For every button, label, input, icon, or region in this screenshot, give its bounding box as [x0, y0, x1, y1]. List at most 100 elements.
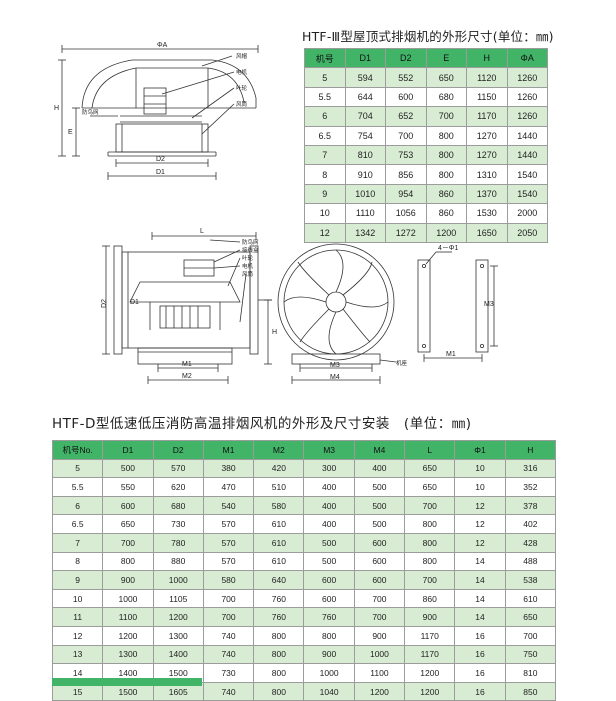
table-cell: 13: [51, 644, 104, 665]
table-cell: 700: [353, 588, 406, 609]
table-cell: 1300: [152, 625, 204, 646]
table-cell: 740: [202, 625, 255, 646]
table-cell: 650: [425, 67, 467, 88]
part-fangyuwang: 防鸟网: [242, 238, 259, 246]
table-cell: 1200: [353, 681, 406, 701]
table-cell: 1105: [152, 588, 204, 609]
table-cell: 1540: [506, 183, 548, 205]
table-cell: 12: [454, 532, 506, 553]
table-cell: 14: [454, 551, 506, 572]
table-cell: 1000: [152, 570, 204, 590]
part-fangyuwang: 防鸟网: [82, 108, 99, 116]
table1-title: HTF-Ⅲ型屋顶式排烟机的外形尺寸(单位：㎜): [302, 29, 554, 44]
table-cell: 300: [303, 458, 355, 479]
table-cell: 10: [454, 477, 506, 497]
table-cell: 552: [385, 67, 427, 88]
table-cell: 900: [102, 570, 154, 590]
header-cell: H: [504, 440, 557, 460]
table-cell: 800: [425, 125, 467, 146]
table-cell: 7: [304, 144, 346, 166]
table-cell: 316: [504, 458, 557, 479]
table-cell: 5: [304, 67, 346, 88]
table-cell: 570: [202, 532, 255, 553]
table-cell: 1200: [404, 663, 456, 683]
table-cell: 800: [253, 625, 305, 646]
table-cell: 352: [504, 477, 557, 497]
table-cell: 800: [404, 514, 456, 534]
table-cell: 680: [425, 86, 467, 108]
table-cell: 860: [425, 203, 467, 224]
table-cell: 540: [202, 495, 255, 516]
table-cell: 14: [454, 588, 506, 609]
table-cell: 1300: [102, 644, 154, 665]
table-cell: 1400: [102, 663, 154, 683]
table-cell: 570: [152, 458, 204, 479]
table-cell: 12: [51, 625, 104, 646]
table-cell: 488: [504, 551, 557, 572]
table-cell: 1440: [506, 125, 548, 146]
part-fengmao: 风帽: [236, 52, 248, 60]
table-cell: 1120: [466, 67, 508, 88]
dim-m2: M2: [182, 373, 192, 380]
table-cell: 652: [385, 106, 427, 127]
part-dizuo: 机座: [396, 359, 408, 367]
table-cell: 1170: [404, 644, 456, 665]
part-dianji: 电机: [242, 262, 254, 270]
header-cell: M1: [202, 440, 255, 460]
header-cell: D1: [344, 47, 386, 69]
table-cell: 700: [202, 588, 255, 609]
part-yelun: 叶轮: [242, 254, 254, 262]
table-cell: 428: [504, 532, 557, 553]
table-cell: 16: [454, 681, 506, 701]
table2-title: HTF-D型低速低压消防高温排烟风机的外形及尺寸安装 (单位：㎜): [52, 416, 472, 432]
table-cell: 14: [454, 570, 506, 590]
table-cell: 650: [102, 514, 154, 534]
table-cell: 8: [304, 164, 346, 185]
table-cell: 750: [504, 644, 557, 665]
part-dianji: 电机: [236, 68, 248, 76]
table-cell: 510: [253, 477, 305, 497]
header-cell: E: [425, 47, 467, 69]
table-cell: 800: [425, 164, 467, 185]
table-cell: 900: [303, 644, 355, 665]
table-cell: 1200: [425, 222, 467, 243]
axial-fan-drawing: L D2 D1 H M1 M2 M3 M4 4－Φ1 M3 M1 防鸟网 接线盒…: [100, 222, 500, 392]
table-cell: 856: [385, 164, 427, 185]
table-cell: 1260: [506, 106, 548, 127]
table-cell: 610: [504, 588, 557, 609]
header-cell: D2: [152, 440, 204, 460]
part-jixiang: 接线盒: [242, 246, 259, 254]
table-cell: 500: [353, 477, 406, 497]
table-cell: 680: [152, 495, 204, 516]
table-cell: 420: [253, 458, 305, 479]
table-cell: 1530: [466, 203, 508, 224]
table-cell: 9: [51, 570, 104, 590]
table-cell: 10: [454, 458, 506, 479]
table-cell: 600: [303, 570, 355, 590]
table-cell: 1400: [152, 644, 204, 665]
table-cell: 700: [404, 495, 456, 516]
table-cell: 594: [344, 67, 386, 88]
dim-e: E: [68, 129, 73, 136]
table-cell: 1170: [466, 106, 508, 127]
table-cell: 16: [454, 663, 506, 683]
table-cell: 2050: [506, 222, 548, 243]
table-cell: 500: [303, 551, 355, 572]
table-cell: 700: [504, 625, 557, 646]
table-cell: 610: [253, 514, 305, 534]
table-cell: 800: [253, 681, 305, 701]
table-cell: 900: [353, 625, 406, 646]
table-cell: 600: [353, 551, 406, 572]
header-cell: 机号No.: [51, 440, 104, 460]
table-cell: 11: [51, 607, 104, 627]
